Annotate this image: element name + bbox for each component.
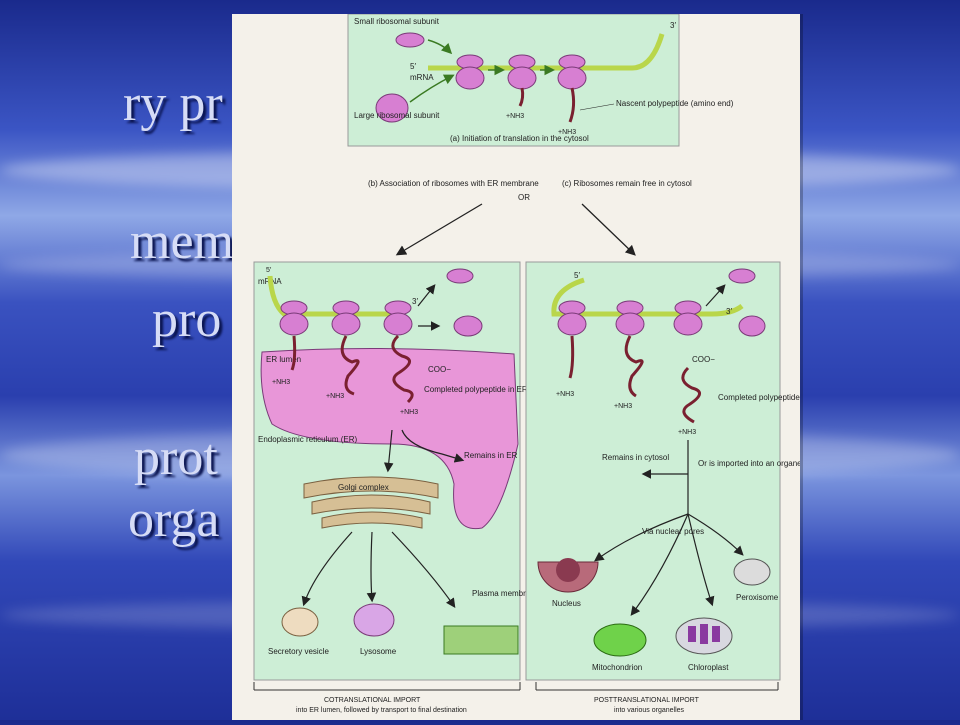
large-subunit-label: Large ribosomal subunit [354, 111, 440, 120]
arrow-to-lysosome [366, 531, 377, 603]
five-prime-b: 5′ [266, 267, 272, 274]
via-pores-label: Via nuclear pores [642, 527, 704, 536]
completed-b-label: Completed polypeptide in ER [424, 385, 528, 394]
slide-text-line-4: prot [134, 429, 218, 486]
peptide-c1 [568, 335, 575, 379]
arrow-to-nucleus [594, 513, 689, 562]
er-lumen-label: ER lumen [266, 355, 301, 364]
nh3-c2: +NH3 [614, 403, 632, 410]
er-shape [260, 347, 519, 530]
arrow-remains-er [401, 429, 465, 463]
lysosome-label: Lysosome [360, 647, 397, 656]
peptide-b1 [290, 335, 297, 371]
mito-label: Mitochondrion [592, 663, 642, 672]
nascent-pointer [579, 103, 615, 111]
plasma-label: Plasma membrane [472, 589, 540, 598]
secretory-label: Secretory vesicle [268, 647, 329, 656]
arrow-release-c [705, 284, 726, 307]
nh3-a2: +NH3 [558, 129, 576, 136]
slide-text-line-3: pro [152, 291, 222, 348]
large-subunit-shape [375, 93, 409, 123]
arrow-release-b [417, 284, 436, 307]
peptide-a1 [518, 87, 525, 107]
thylakoid-stacks [688, 624, 720, 644]
page-shadow [800, 14, 803, 720]
completed-c-label: Completed polypeptide in cytosol [718, 393, 800, 402]
slide-text-line-5: orga [128, 491, 220, 548]
coo-b: COO− [428, 365, 451, 374]
three-prime-a: 3′ [670, 21, 676, 30]
arrow-large [409, 74, 455, 103]
remains-er-label: Remains in ER [464, 451, 518, 460]
branch-c-label: (c) Ribosomes remain free in cytosol [562, 179, 692, 188]
nh3-b1: +NH3 [272, 379, 290, 386]
ribosomes-c [557, 268, 766, 337]
arrow-to-b [395, 203, 483, 256]
remains-cytosol-label: Remains in cytosol [602, 453, 669, 462]
three-prime-b: 3′ [412, 297, 418, 306]
mrna-strand-a [428, 33, 665, 71]
coo-c: COO− [692, 355, 715, 364]
arrow-to-c [581, 203, 636, 256]
chloro-label: Chloroplast [688, 663, 729, 672]
secretory-vesicle-shape [281, 607, 319, 637]
nh3-a1: +NH3 [506, 113, 524, 120]
arrow-to-membrane [391, 531, 456, 608]
arrow-to-mito [630, 513, 689, 616]
three-prime-c: 3′ [726, 307, 732, 316]
slide-text-line-2: mem [130, 213, 234, 270]
five-prime-a: 5′ [410, 62, 416, 71]
ribosomes-a [455, 54, 587, 90]
imported-label: Or is imported into an organelle [698, 459, 800, 468]
peptide-b2 [340, 335, 360, 396]
golgi-shape [303, 476, 439, 529]
peptide-a2 [568, 87, 576, 123]
figure-svg: Small ribosomal subunit Large ribosomal … [253, 13, 836, 714]
arrow-to-chloro [687, 513, 715, 607]
er-label: Endoplasmic reticulum (ER) [258, 435, 357, 444]
five-prime-c: 5′ [574, 271, 580, 280]
peptide-c3 [681, 366, 701, 424]
nucleolus-shape [556, 558, 580, 582]
peroxisome-shape [733, 558, 771, 586]
nh3-c1: +NH3 [556, 391, 574, 398]
cotranslational-sub: into ER lumen, followed by transport to … [296, 707, 467, 714]
small-subunit-label: Small ribosomal subunit [354, 17, 440, 26]
peptide-c2 [624, 335, 644, 398]
peroxisome-label: Peroxisome [736, 593, 779, 602]
textbook-figure: Small ribosomal subunit Large ribosomal … [232, 13, 836, 720]
ribosomes-b [279, 268, 483, 337]
arrow-small [427, 39, 453, 55]
cotranslational-title: COTRANSLATIONAL IMPORT [324, 697, 421, 704]
arrow-to-peroxisome [687, 513, 744, 556]
mito-shape [593, 623, 647, 657]
branch-or: OR [518, 193, 530, 202]
slide-text-line-1: ry pr [123, 75, 223, 132]
nh3-c3: +NH3 [678, 429, 696, 436]
posttranslational-title: POSTTRANSLATIONAL IMPORT [594, 697, 700, 704]
nh3-b2: +NH3 [326, 393, 344, 400]
nascent-label: Nascent polypeptide (amino end) [616, 99, 734, 108]
branch-b-label: (b) Association of ribosomes with ER mem… [368, 179, 539, 188]
mrna-strand-b [267, 275, 402, 317]
golgi-label: Golgi complex [338, 483, 389, 492]
membrane-shape [443, 625, 519, 655]
small-subunit-shape [395, 32, 425, 48]
peptide-b3 [391, 334, 414, 404]
nh3-b3: +NH3 [400, 409, 418, 416]
lysosome-shape [353, 603, 395, 637]
posttranslational-sub: into various organelles [614, 707, 685, 714]
arrow-to-vesicle [301, 531, 353, 607]
mrna-label-a: mRNA [410, 73, 434, 82]
nucleus-label: Nucleus [552, 599, 581, 608]
arrow-to-golgi [383, 429, 394, 473]
caption-a: (a) Initiation of translation in the cyt… [450, 134, 589, 143]
